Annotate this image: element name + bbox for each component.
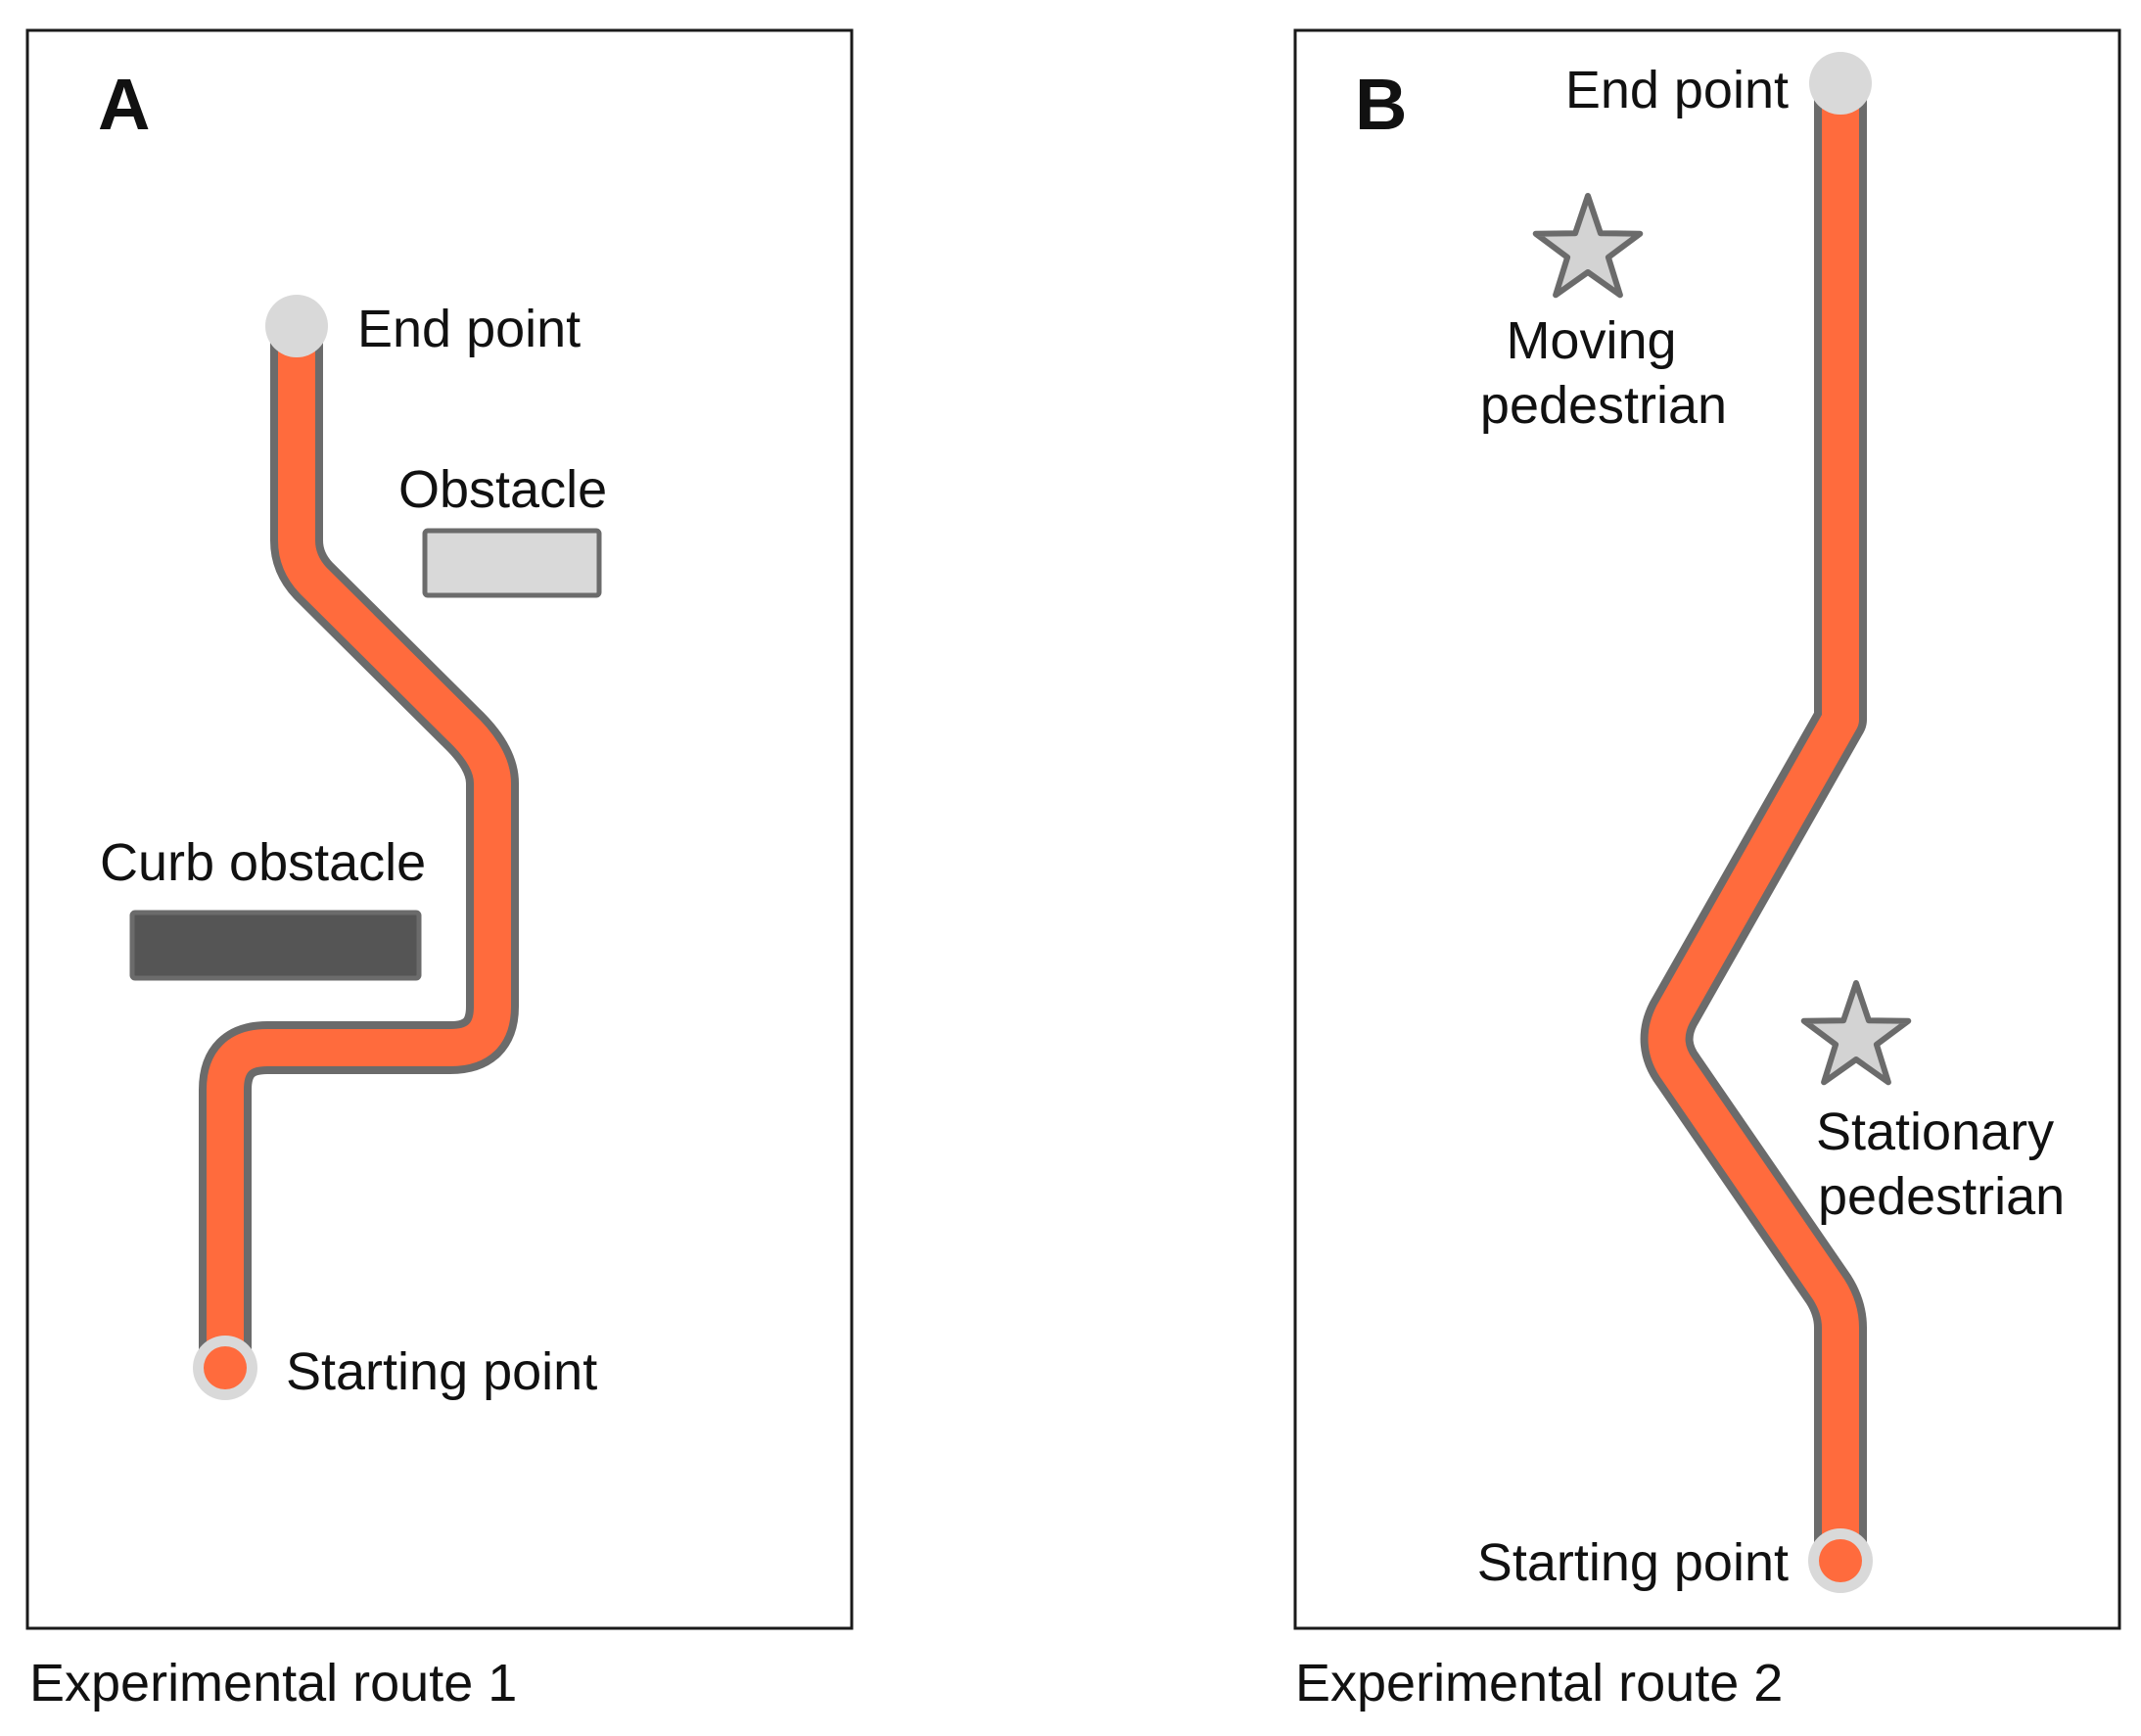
caption-route-1: Experimental route 1 [29, 1654, 517, 1713]
moving-pedestrian-label: Moving pedestrian [1480, 311, 1727, 435]
moving-pedestrian-label-line-1: Moving [1506, 311, 1676, 370]
start-point-label-a: Starting point [286, 1342, 597, 1401]
start-point-marker-b [1819, 1539, 1862, 1582]
start-point-label-b: Starting point [1477, 1533, 1789, 1592]
panel-a-letter: A [98, 64, 150, 145]
obstacle-label: Obstacle [398, 460, 607, 519]
start-point-marker-a [204, 1346, 247, 1389]
panel-b-frame [1293, 28, 2121, 1630]
end-point-label-b: End point [1565, 61, 1789, 119]
obstacle-box [422, 528, 602, 598]
panel-b: B End point Moving pedestrian Stationary… [1293, 28, 2121, 1713]
moving-pedestrian-label-line-2: pedestrian [1480, 376, 1727, 435]
moving-pedestrian-star-icon [1532, 193, 1644, 299]
stationary-pedestrian-label: Stationary pedestrian [1816, 1103, 2069, 1226]
panel-b-letter: B [1355, 64, 1407, 145]
curb-obstacle-label: Curb obstacle [100, 833, 426, 892]
panel-a: A End point Obstacle Curb obstacle Start… [25, 28, 854, 1713]
stationary-pedestrian-star-icon [1800, 980, 1912, 1086]
route-a-path [207, 307, 511, 1384]
route-b-path [1648, 65, 1859, 1577]
curb-obstacle-box [129, 910, 422, 981]
stationary-pedestrian-label-line-2: pedestrian [1818, 1167, 2065, 1226]
end-point-label-a: End point [357, 300, 581, 358]
caption-route-2: Experimental route 2 [1295, 1654, 1783, 1713]
stationary-pedestrian-label-line-1: Stationary [1816, 1103, 2054, 1161]
route-b-outline [1640, 57, 1867, 1585]
panel-a-frame [25, 28, 854, 1630]
end-point-marker-a [265, 295, 328, 357]
end-point-marker-b [1809, 52, 1872, 115]
